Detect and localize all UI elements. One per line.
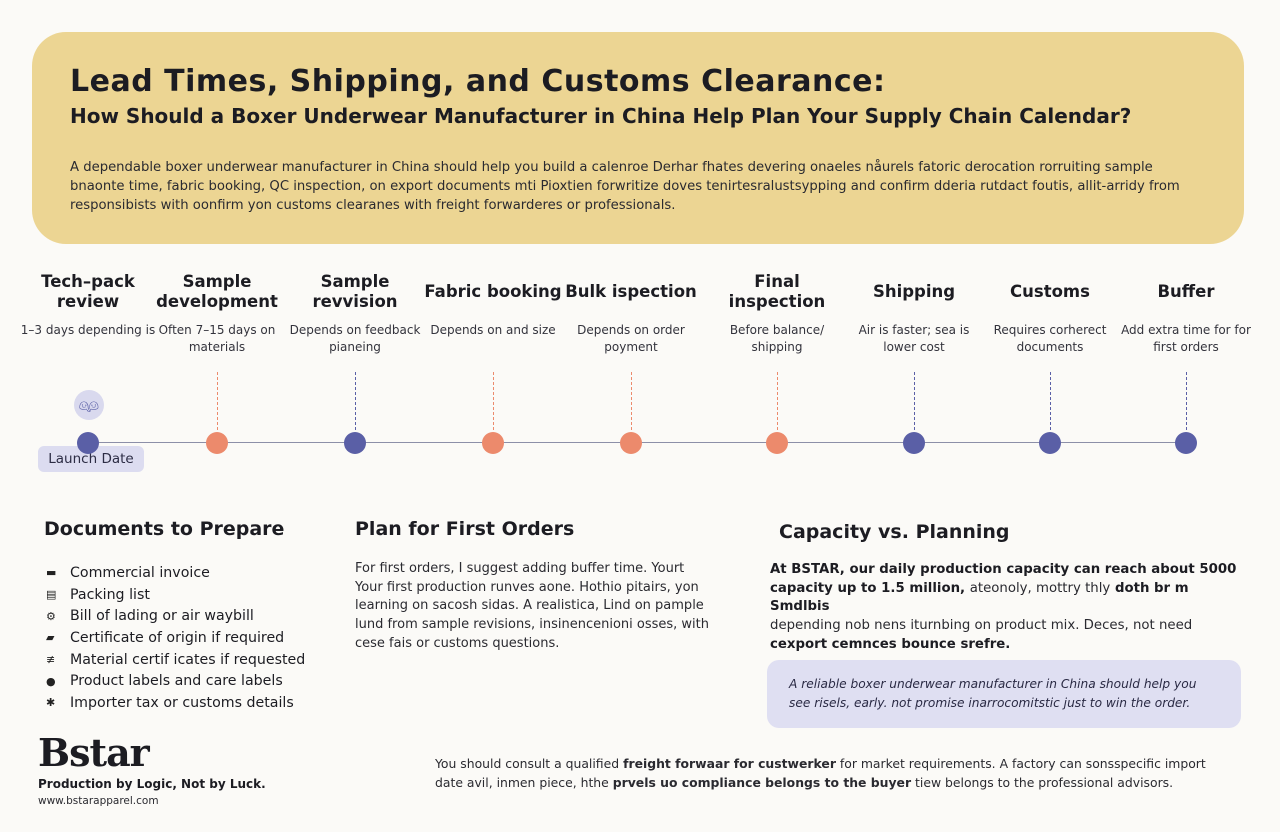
document-label: Packing list [70,586,150,603]
step-title: Final inspection [728,272,826,311]
document-item: ⚙ Bill of lading or air waybill [46,605,305,627]
step-note: Depends on feedback pianeing [289,323,421,354]
footer-text-3: tiew belongs to the professional advisor… [915,774,1174,790]
capacity-line-2: capacity up to 1.5 million, ateonoly, mo… [770,580,1240,617]
plan-title: Plan for First Orders [355,518,575,540]
step-connector [217,372,218,430]
footer-disclaimer: You should consult a qualified freight f… [435,755,1225,793]
header-banner: Lead Times, Shipping, and Customs Cleara… [32,32,1244,244]
document-item: ≢ Material certif icates if requested [46,649,305,671]
step-note: Requires corherect documents [993,323,1107,354]
document-label: Certificate of origin if required [70,629,285,646]
timeline-dot [766,432,788,454]
step-connector [777,372,778,430]
step-note: Depends on order poyment [577,323,685,354]
timeline-dot [77,432,99,454]
footer-bold-1: freight forwaar for custwerker [623,756,836,771]
capacity-line-2c: doth br m Smdlbis [770,580,1189,615]
footer-text-2: for market requirements. A factory can s… [435,756,1206,790]
document-item: ▬ Commercial invoice [46,562,305,584]
certificate-icon: ▰ [46,631,55,645]
step-note: Before balance/ shipping [729,323,825,354]
step-note: Often 7–15 days on materials [158,323,276,354]
intro-paragraph: A dependable boxer underwear manufacture… [70,160,1180,213]
invoice-icon: ▬ [46,566,57,580]
capacity-line-4: cexport cemnces bounce srefre. [770,636,1011,652]
material-icon: ≢ [46,653,56,667]
plan-text: For first orders, I suggest adding buffe… [355,561,709,651]
capacity-line-2a: capacity up to 1.5 million, [770,580,966,596]
brand-logo: Bstar [38,730,150,775]
footer-text-1: You should consult a qualified [435,756,620,771]
document-item: ● Product labels and care labels [46,670,305,692]
timeline-dot [1039,432,1061,454]
people-icon: 👫︎ [74,390,104,420]
documents-title: Documents to Prepare [44,518,285,540]
launch-date-badge: Launch Date [38,446,144,472]
timeline-step: Tech–pack review 1–3 days depending is [18,270,158,339]
timeline-dot [344,432,366,454]
document-label: Importer tax or customs details [70,694,294,711]
step-connector [355,372,356,430]
step-note: Air is faster; sea is lower cost [858,323,970,354]
step-connector [493,372,494,430]
timeline-dot [482,432,504,454]
step-title: Tech–pack review [41,272,135,311]
document-label: Commercial invoice [70,564,210,581]
footer-bold-2: prvels uo compliance belongs to the buye… [612,774,912,790]
document-item: ✱ Importer tax or customs details [46,692,305,714]
document-item: ▰ Certificate of origin if required [46,627,305,649]
step-note: Add extra time for for first orders [1121,323,1251,354]
label-icon: ● [46,674,56,688]
step-title: Customs [1010,282,1090,301]
document-label: Product labels and care labels [70,673,283,690]
page-subtitle: How Should a Boxer Underwear Manufacture… [70,104,1132,128]
ship-icon: ⚙ [46,609,56,623]
brand-website: www.bstarapparel.com [38,795,159,807]
timeline-dot [206,432,228,454]
step-title: Buffer [1157,282,1215,301]
documents-list: ▬ Commercial invoice ▤ Packing list ⚙ Bill of… [46,562,305,714]
tax-icon: ✱ [46,696,56,710]
capacity-line-2b: ateonoly, mottry thly [969,580,1111,596]
timeline-dot [903,432,925,454]
document-label: Material certif icates if requested [70,651,306,668]
step-title: Shipping [872,282,956,301]
timeline-dot [620,432,642,454]
step-connector [1050,372,1051,430]
step-connector [631,372,632,430]
step-title: Sample development [156,272,278,311]
capacity-line-3: depending nob nens iturnbing on product … [770,618,1193,634]
capacity-title: Capacity vs. Planning [779,521,1010,543]
step-note: Depends on and size [430,323,556,337]
page-title: Lead Times, Shipping, and Customs Cleara… [70,64,886,99]
timeline-dot [1175,432,1197,454]
step-connector [1186,372,1187,430]
capacity-note: A reliable boxer underwear manufacturer … [767,660,1241,728]
step-connector [914,372,915,430]
step-title: Fabric booking [424,282,562,301]
brand-tagline: Production by Logic, Not by Luck. [38,777,266,791]
step-note: 1–3 days depending is [20,323,156,337]
capacity-text: At BSTAR, our daily production capacity … [770,561,1240,655]
document-label: Bill of lading or air waybill [70,608,254,625]
timeline: 👫︎ Launch Date Tech–pack review 1–3 days … [0,270,1280,480]
step-title: Bulk ispection [565,282,697,301]
document-item: ▤ Packing list [46,584,305,606]
list-icon: ▤ [46,588,57,602]
capacity-line-1: At BSTAR, our daily production capacity … [770,562,1237,577]
step-title: Sample revvision [312,272,398,311]
